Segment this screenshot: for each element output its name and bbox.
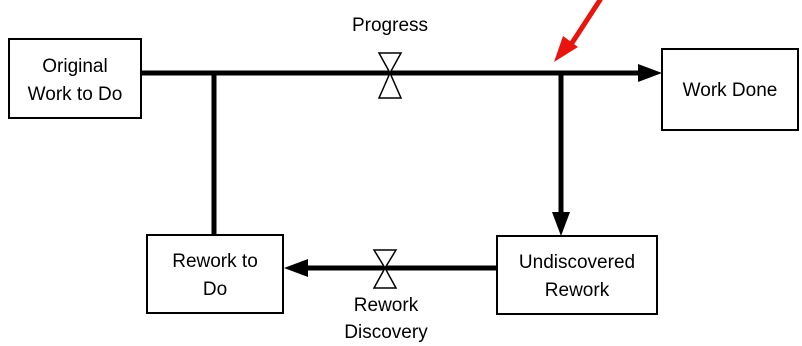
- original-work-label-line2: Work to Do: [28, 84, 123, 105]
- rework-discovery-label-line1: Rework: [354, 295, 419, 316]
- rework-to-do-label-line2: Do: [203, 279, 227, 300]
- rework-discovery-arrowhead-icon: [284, 259, 308, 277]
- rework-to-do-box: [146, 234, 284, 314]
- progress-flow: Progress: [141, 15, 662, 99]
- rework-discovery-valve-icon: [372, 249, 398, 289]
- undiscovered-rework-label-line2: Rework: [545, 280, 610, 301]
- original-work-box: [8, 38, 142, 119]
- undiscovered-arrowhead-icon: [552, 212, 570, 236]
- undiscovered-rework-label-line1: Undiscovered: [519, 252, 635, 273]
- work-done-label: Work Done: [683, 80, 778, 101]
- undiscovered-rework-stock: Undiscovered Rework: [496, 235, 658, 315]
- progress-valve-icon: [377, 52, 403, 99]
- original-work-stock: Original Work to Do: [8, 38, 142, 119]
- rework-to-do-stock: Rework to Do: [146, 234, 284, 314]
- progress-label: Progress: [352, 15, 428, 36]
- undiscovered-branch-flow: [552, 73, 570, 236]
- work-done-stock: Work Done: [661, 48, 799, 131]
- work-done-box: [661, 48, 799, 131]
- undiscovered-rework-box: [496, 235, 658, 315]
- pointer-arrow-icon: [554, 0, 603, 62]
- original-work-label-line1: Original: [42, 56, 107, 77]
- progress-arrowhead-icon: [638, 64, 662, 82]
- rework-to-do-label-line1: Rework to: [172, 251, 258, 272]
- rework-discovery-label-line2: Discovery: [344, 322, 428, 343]
- rework-discovery-flow: Rework Discovery: [284, 249, 497, 343]
